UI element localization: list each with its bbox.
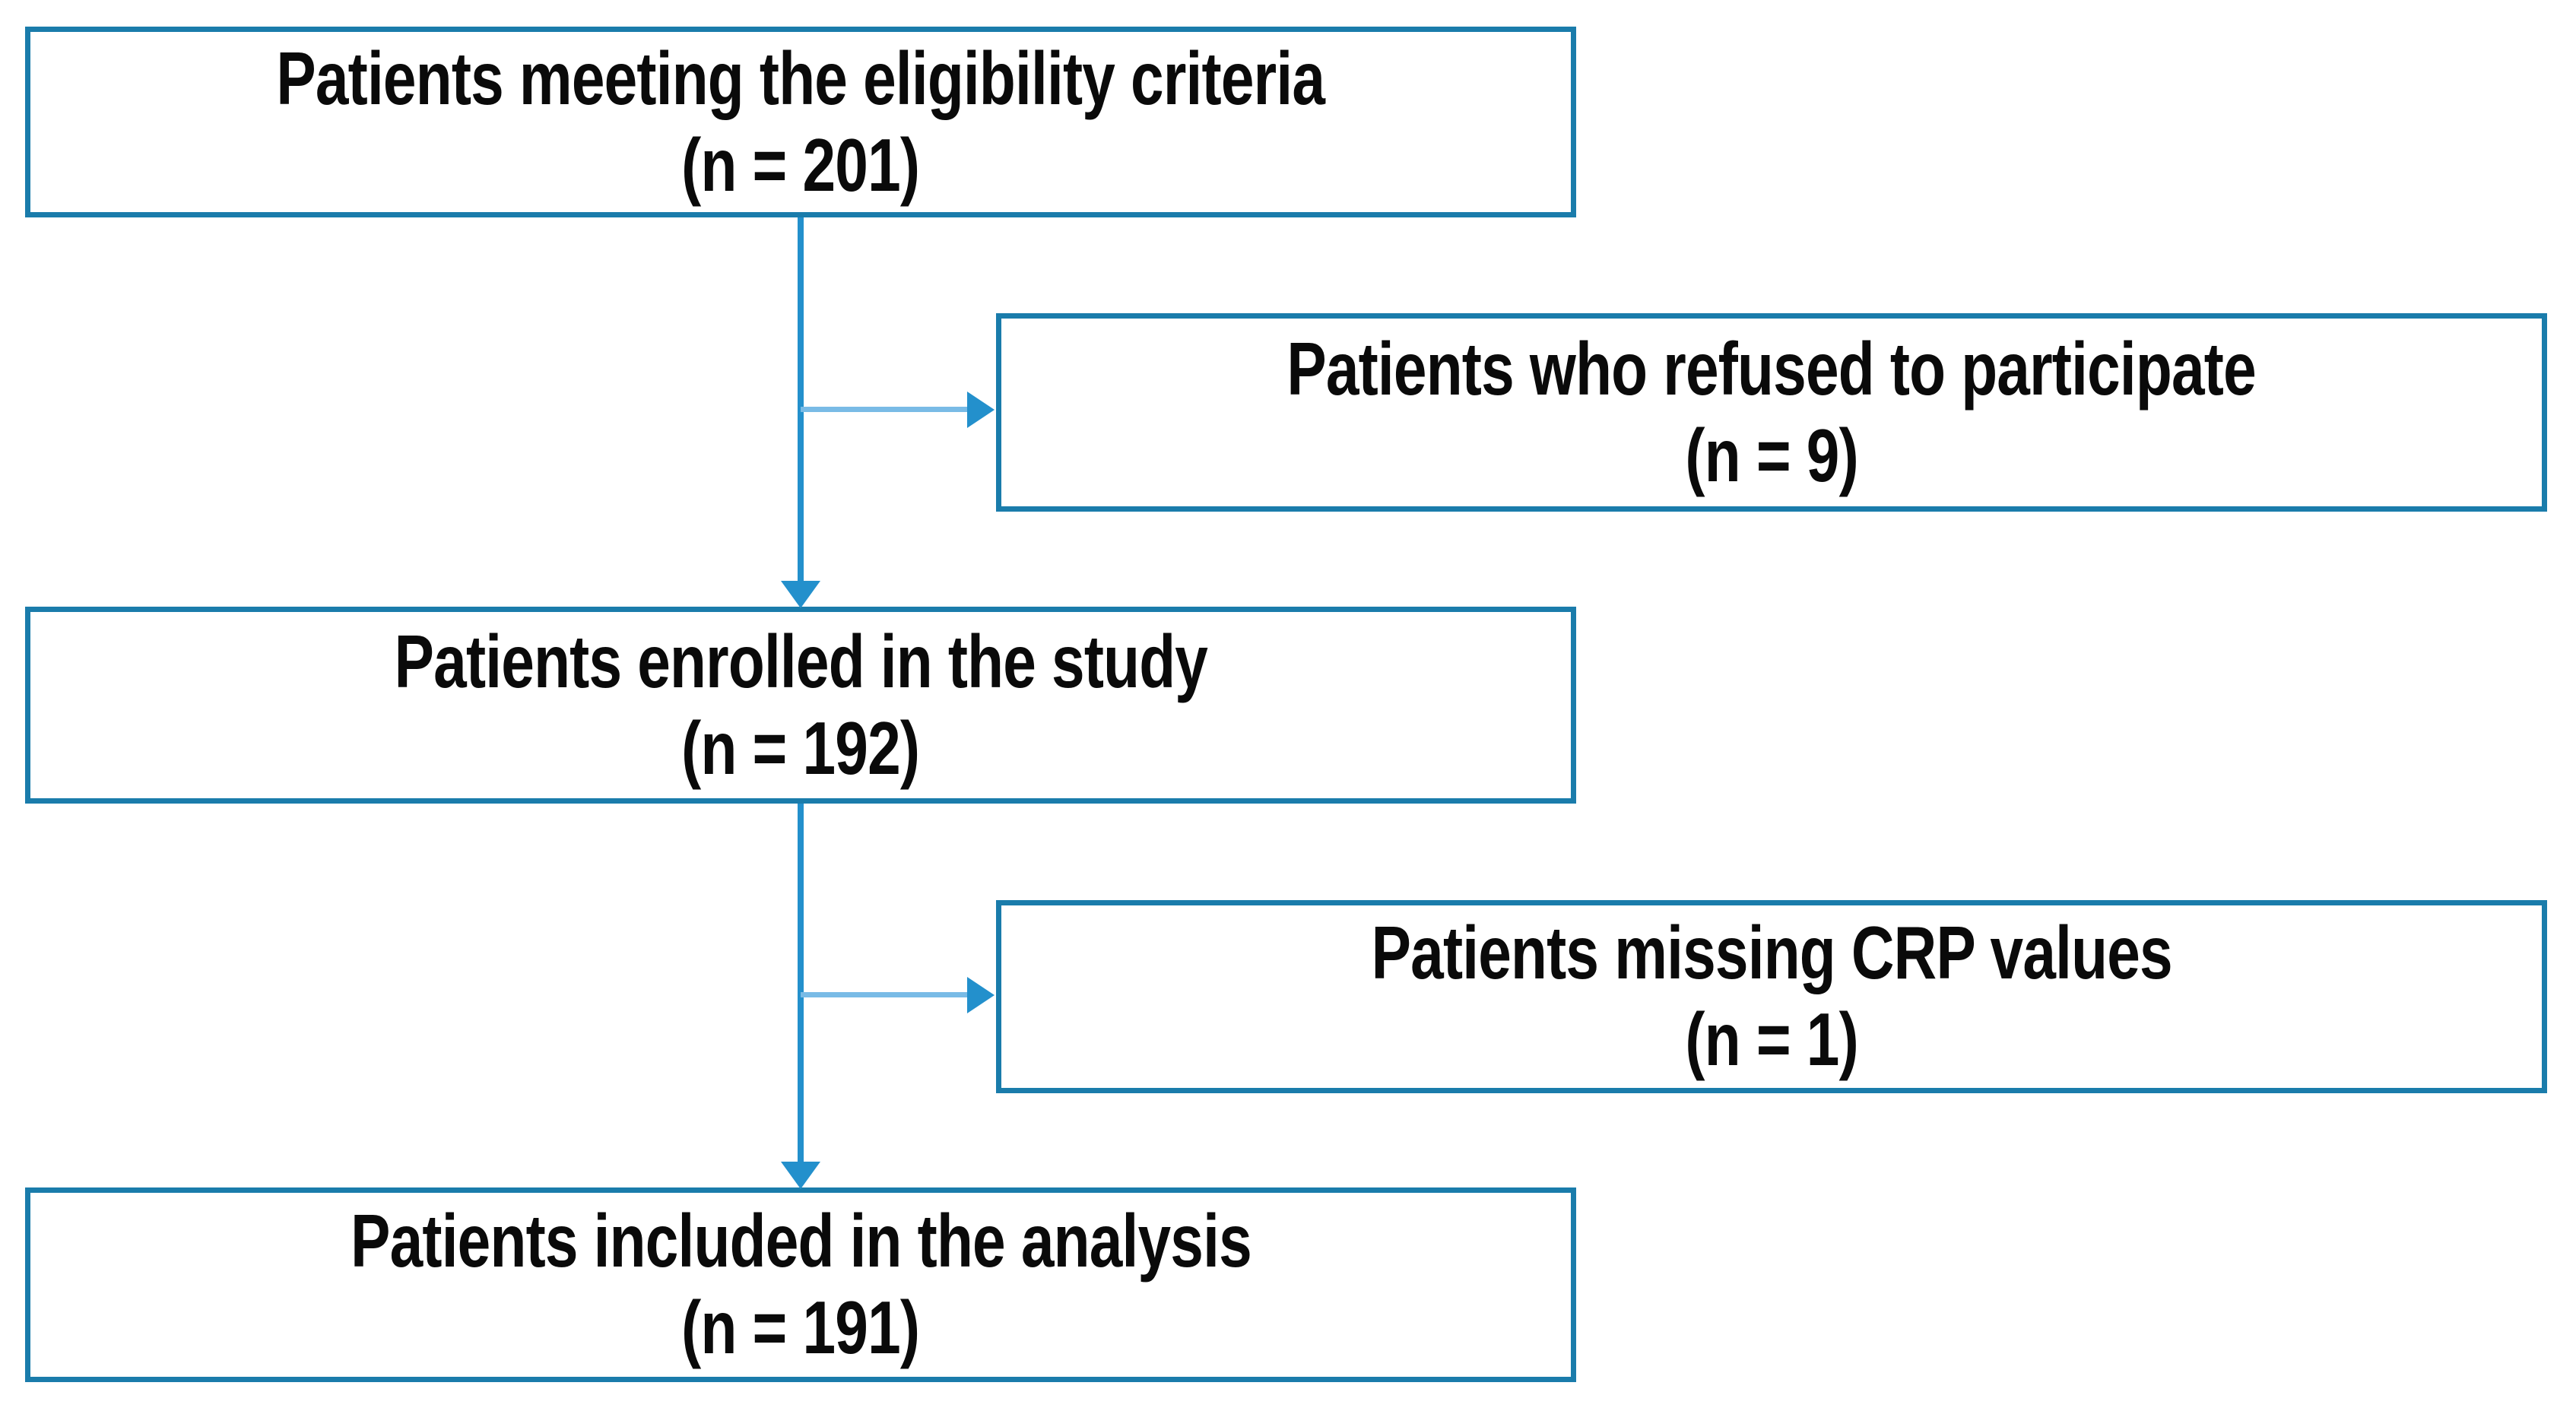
flow-node-refused-count: (n = 9) bbox=[1685, 413, 1858, 497]
arrow-right-icon bbox=[967, 392, 995, 428]
flow-node-eligible[interactable]: Patients meeting the eligibility criteri… bbox=[25, 27, 1576, 217]
arrow-down-icon bbox=[781, 1162, 820, 1189]
flow-node-included[interactable]: Patients included in the analysis (n = 1… bbox=[25, 1187, 1576, 1382]
flow-node-enrolled[interactable]: Patients enrolled in the study (n = 192) bbox=[25, 607, 1576, 804]
arrow-right-icon bbox=[967, 977, 995, 1013]
flow-node-refused-label: Patients who refused to participate bbox=[1286, 326, 2257, 411]
flow-node-enrolled-count: (n = 192) bbox=[681, 706, 920, 790]
connector-eligible-to-enrolled bbox=[798, 217, 804, 590]
flow-node-missing-crp-count: (n = 1) bbox=[1685, 997, 1858, 1081]
flow-node-eligible-label: Patients meeting the eligibility criteri… bbox=[276, 36, 1326, 120]
flow-node-enrolled-label: Patients enrolled in the study bbox=[394, 619, 1207, 703]
flow-node-missing-crp-label: Patients missing CRP values bbox=[1371, 911, 2172, 995]
connector-enrolled-to-missing-crp bbox=[801, 992, 969, 997]
connector-enrolled-to-included bbox=[798, 804, 804, 1166]
arrow-down-icon bbox=[781, 581, 820, 608]
flow-node-included-count: (n = 191) bbox=[681, 1286, 920, 1369]
connector-eligible-to-refused bbox=[801, 407, 969, 412]
flow-node-missing-crp[interactable]: Patients missing CRP values (n = 1) bbox=[996, 900, 2547, 1093]
flow-node-included-label: Patients included in the analysis bbox=[350, 1199, 1252, 1283]
flow-node-eligible-count: (n = 201) bbox=[681, 122, 920, 207]
flow-node-refused[interactable]: Patients who refused to participate (n =… bbox=[996, 313, 2547, 512]
